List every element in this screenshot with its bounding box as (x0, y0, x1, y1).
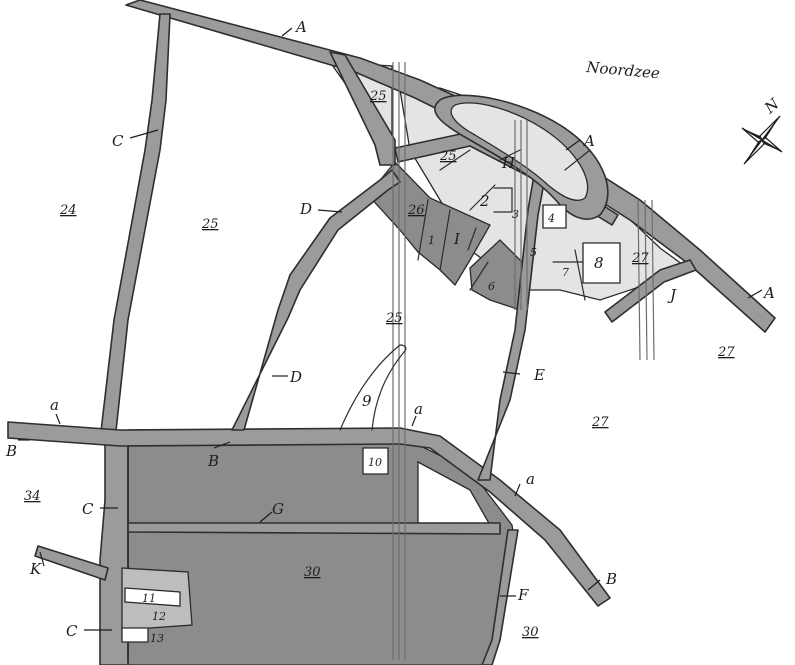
lot-label-11: 11 (142, 592, 156, 605)
road-label-g: G (272, 500, 284, 518)
parcel-label-30-block: 30 (304, 565, 321, 580)
lot-label-9: 9 (362, 392, 372, 410)
road-label-j: J (667, 286, 677, 304)
leader-k (39, 551, 45, 567)
compass-rose: N (741, 94, 783, 165)
leader-b2 (213, 441, 231, 449)
north-label: N (760, 94, 783, 117)
road-j (604, 259, 697, 323)
lot-label-12: 12 (152, 610, 166, 623)
rail-3a (637, 199, 641, 361)
parcel-label-34: 34 (24, 489, 41, 504)
road-label-a2: A (582, 132, 595, 150)
parcel-30-block (127, 435, 516, 665)
road-label-b1: B (5, 442, 17, 460)
parcel-label-26: 26 (407, 203, 425, 218)
compass-point-north-light (759, 115, 781, 142)
lot-label-1: 1 (428, 234, 435, 247)
leader-d1 (317, 209, 343, 213)
harbour-loop-center (450, 102, 589, 201)
parcel-label-30-edge: 30 (522, 625, 539, 640)
lot-label-4: 4 (547, 212, 555, 225)
road-g (127, 522, 501, 535)
plot-9-boundary (339, 344, 407, 431)
road-d (231, 169, 401, 431)
road-label-b2: B (207, 452, 219, 470)
road-b-west (7, 421, 611, 607)
road-label-i: I (453, 230, 461, 248)
parcel-label-25-loop: 25 (439, 149, 457, 164)
leader-a-west (55, 413, 61, 425)
road-label-a-east: a (526, 470, 535, 488)
leader-a2 (565, 139, 581, 151)
leader-c1 (129, 129, 159, 139)
rail-tracks (392, 62, 655, 660)
lot-2-outline (493, 187, 513, 213)
parcel-label-27-south: 27 (591, 415, 609, 430)
lot-label-8: 8 (594, 254, 604, 272)
leader-a-east (514, 483, 521, 497)
leader-e (502, 371, 521, 375)
road-label-c2: C (82, 500, 94, 518)
parcel-label-25-west: 25 (201, 217, 219, 232)
road-label-a1: A (294, 18, 307, 36)
road-label-h: H (501, 154, 516, 172)
lot-label-7: 7 (562, 266, 569, 279)
lot-label-5: 5 (530, 246, 537, 259)
parcel-label-24: 24 (59, 203, 77, 218)
road-label-c3: C (66, 622, 78, 640)
road-network (7, 0, 776, 665)
road-label-a-west: a (50, 396, 59, 414)
leader-b3 (587, 579, 601, 591)
compass-point-east-light (760, 137, 783, 153)
lot-label-2: 2 (479, 192, 490, 210)
leader-a3 (747, 289, 763, 299)
road-label-c1: C (112, 132, 124, 150)
parcel-label-27-east: 27 (717, 345, 735, 360)
road-label-a3: A (762, 284, 775, 302)
lot-label-10: 10 (368, 456, 382, 469)
road-h (329, 51, 396, 166)
leader-lines (18, 27, 763, 631)
parcel-label-25-center: 25 (385, 311, 403, 326)
compass-point-west-light (741, 127, 764, 143)
lot-4-outline (542, 204, 567, 229)
lot-11-outline (124, 587, 181, 607)
road-label-b3: B (605, 570, 617, 588)
lot-label-6: 6 (488, 280, 495, 293)
lot-10-outline (362, 447, 389, 475)
lot-outlines (121, 149, 621, 643)
map-labels: Noordzee A A A B B B C C C D D E F G H I… (5, 18, 775, 645)
road-c-north (99, 13, 171, 441)
lot-dividers-dark (417, 199, 489, 291)
compass-point-south-light (743, 138, 765, 165)
lot-7-divider (552, 249, 586, 301)
sea-label: Noordzee (585, 58, 661, 82)
rail-3b (644, 199, 648, 361)
road-k (34, 545, 109, 581)
lot-8-outline (582, 242, 621, 284)
road-label-a-mid: a (414, 400, 423, 418)
road-label-d1: D (299, 200, 312, 218)
harbour-dividers (439, 149, 591, 211)
road-label-f: F (517, 586, 529, 604)
lot-13-outline (121, 627, 149, 643)
road-label-k: K (29, 560, 42, 578)
parcel-label-27-harbour: 27 (631, 251, 649, 266)
road-f (481, 529, 519, 665)
road-label-e: E (533, 366, 545, 384)
leader-a-mid (411, 415, 417, 427)
road-label-d2: D (289, 368, 302, 386)
leader-a1 (281, 27, 293, 37)
leader-g (259, 511, 273, 523)
rail-3c (651, 199, 655, 361)
lot-label-3: 3 (512, 208, 519, 221)
parcel-label-25-harbour: 25 (369, 89, 387, 104)
lot-label-13: 13 (150, 632, 164, 645)
